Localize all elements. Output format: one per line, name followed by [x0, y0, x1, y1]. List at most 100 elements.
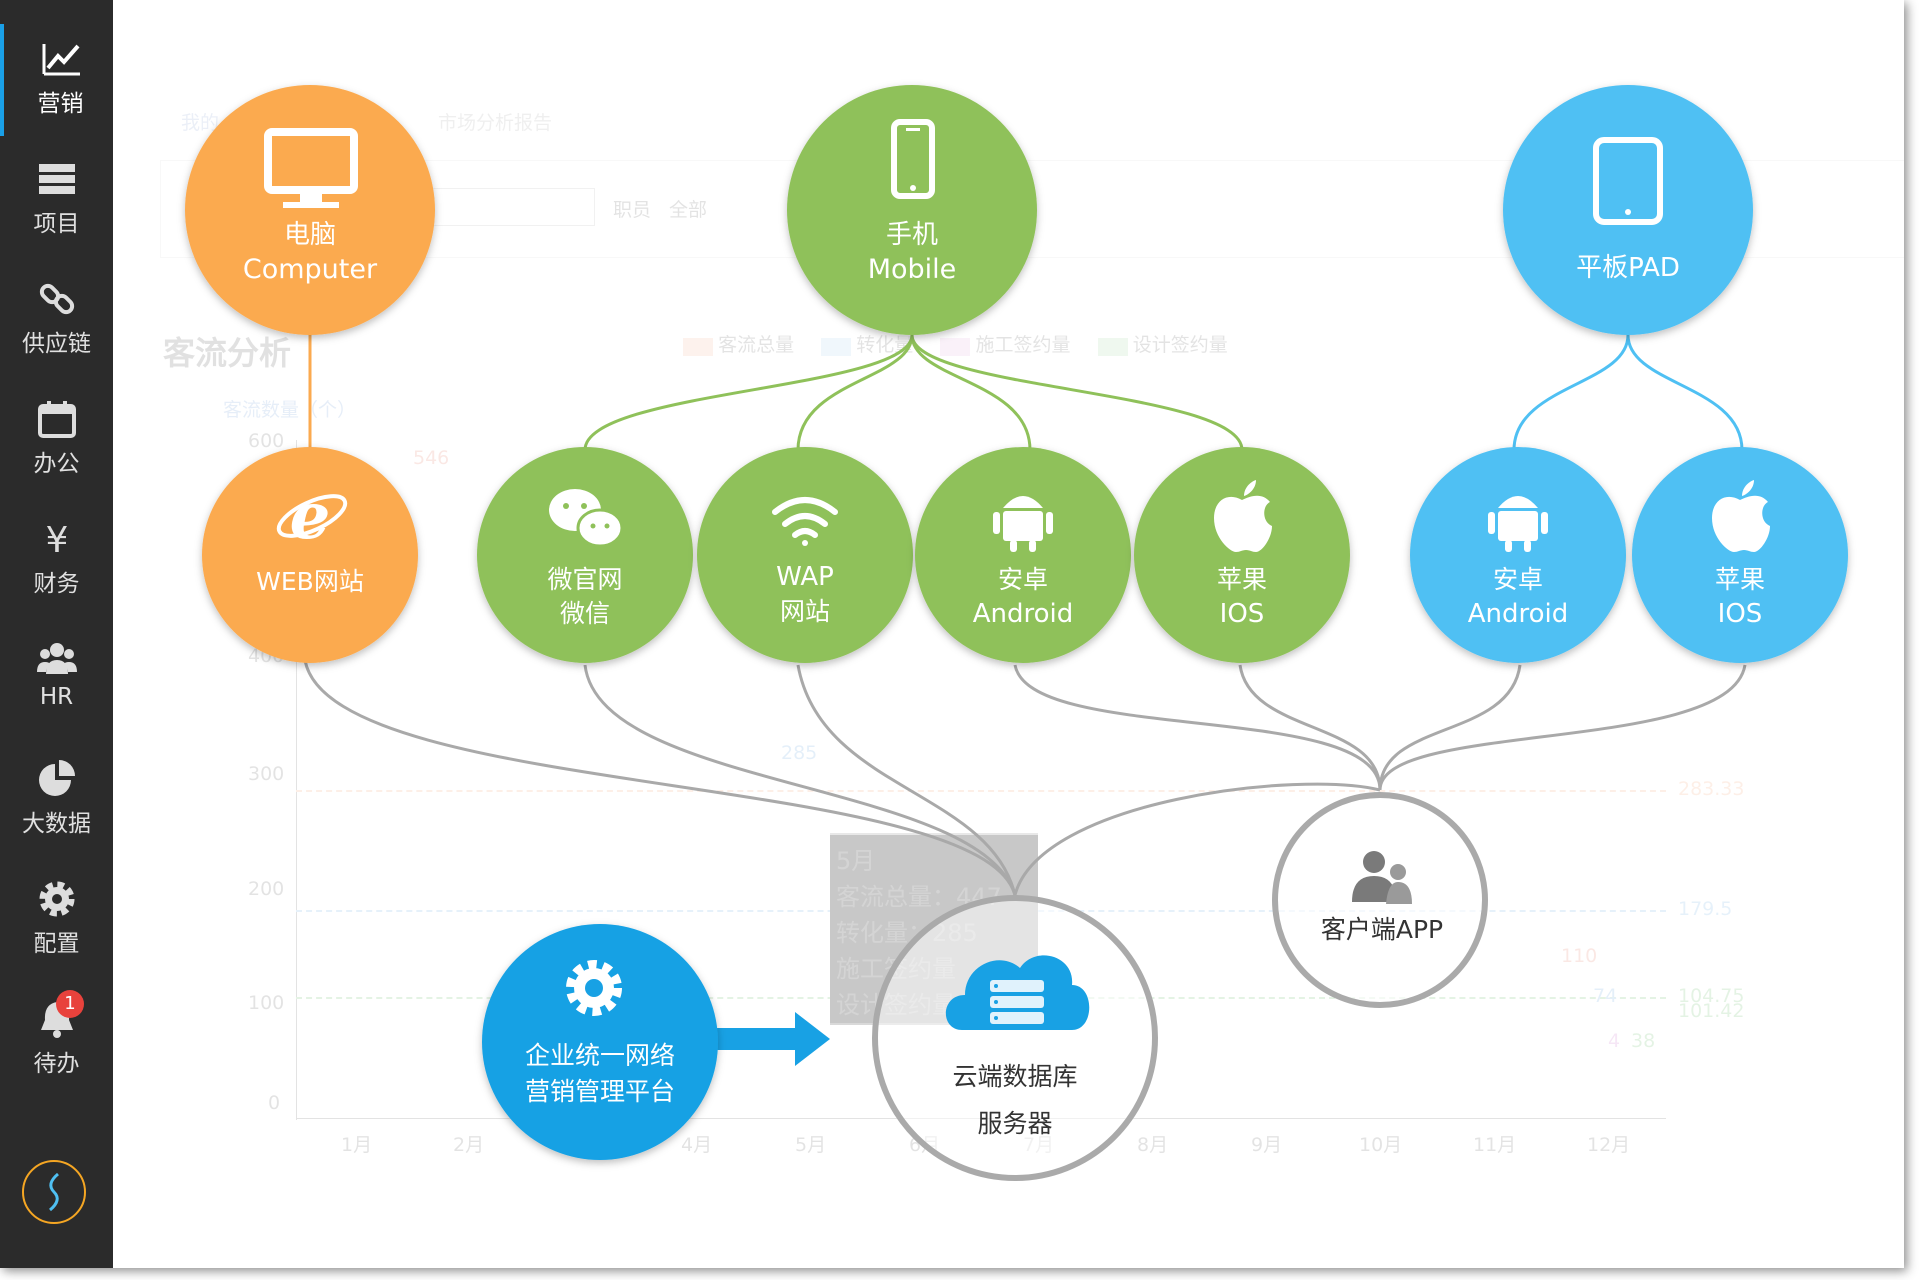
platform-label-2: 营销管理平台 — [525, 1077, 675, 1106]
sidebar-item-label: 营销 — [37, 91, 84, 117]
pie-chart-icon — [39, 760, 75, 796]
web-channel-node[interactable]: e WEB网站 — [202, 447, 418, 663]
y-axis — [296, 440, 297, 1120]
ios-pad-label-2: IOS — [1718, 599, 1763, 629]
section-title: 客流分析 — [163, 334, 292, 372]
month-label: 12月 — [1587, 1134, 1631, 1156]
mobile-label-cn: 手机 — [886, 220, 938, 250]
tablet-icon — [1593, 137, 1663, 225]
month-label: 1月 — [341, 1134, 373, 1156]
ytick-0: 0 — [268, 1092, 281, 1114]
month-label: 8月 — [1137, 1134, 1169, 1156]
svg-text:e: e — [290, 479, 331, 554]
android-icon — [993, 496, 1053, 552]
sidebar-item-label: 办公 — [33, 451, 80, 477]
sidebar: 营销 项目 供应链 办公 — [0, 0, 113, 1268]
sidebar-item-label: 大数据 — [22, 811, 91, 837]
platform-node[interactable]: 企业统一网络 营销管理平台 — [482, 924, 718, 1160]
stack-icon — [39, 164, 75, 194]
connector-mobile-wechat — [583, 334, 914, 451]
sidebar-item-office[interactable]: 办公 — [0, 384, 113, 496]
logo-swirl-icon — [49, 1172, 59, 1212]
wechat-label-2: 微信 — [560, 599, 610, 628]
sidebar-item-projects[interactable]: 项目 — [0, 144, 113, 256]
breadcrumb-current: 市场分析报告 — [438, 112, 553, 134]
wechat-label-1: 微官网 — [547, 565, 622, 594]
link-icon — [39, 283, 75, 315]
gear-icon — [566, 960, 622, 1016]
android-pad-label-2: Android — [1468, 599, 1569, 629]
value-marker: 38 — [1631, 1030, 1656, 1052]
sidebar-item-bigdata[interactable]: 大数据 — [0, 744, 113, 856]
ytick-600: 600 — [248, 430, 285, 452]
value-marker: 110 — [1561, 945, 1598, 967]
phone-icon — [891, 119, 935, 199]
connector-wap-cloud — [796, 664, 1017, 896]
apple-icon — [1712, 480, 1770, 552]
android-mobile-label-2: Android — [973, 599, 1074, 629]
mobile-node[interactable]: 手机 Mobile — [787, 85, 1037, 335]
sidebar-item-finance[interactable]: ¥ 财务 — [0, 504, 113, 616]
connector-wechat-cloud — [583, 664, 1017, 896]
month-label: 5月 — [795, 1134, 827, 1156]
ios-mobile-node[interactable]: 苹果 IOS — [1134, 447, 1350, 663]
ios-mobile-label-2: IOS — [1220, 599, 1265, 629]
connector-web-cloud — [303, 659, 1017, 896]
sidebar-item-label: 项目 — [33, 211, 80, 237]
legend-total[interactable]: 客流总量 — [718, 334, 795, 356]
legend-construction[interactable]: 施工签约量 — [975, 334, 1071, 356]
filter-value[interactable]: 全部 — [669, 199, 708, 221]
wap-channel-node[interactable]: WAP 网站 — [697, 447, 913, 663]
svg-text:¥: ¥ — [46, 520, 69, 560]
max-marker: 546 — [413, 447, 450, 469]
breadcrumb-home[interactable]: 我的 — [181, 112, 220, 134]
logo[interactable] — [22, 1160, 86, 1224]
android-icon — [1488, 496, 1548, 552]
filter-panel — [160, 160, 1904, 258]
sidebar-item-hr[interactable]: HR — [0, 624, 113, 736]
sidebar-item-todo[interactable]: 1 待办 — [0, 984, 113, 1096]
wap-label-1: WAP — [776, 562, 834, 592]
trend-chart-icon — [42, 44, 80, 76]
avg-value: 283.33 — [1678, 778, 1745, 800]
sidebar-item-supply-chain[interactable]: 供应链 — [0, 264, 113, 376]
android-pad-node[interactable]: 安卓 Android — [1410, 447, 1626, 663]
client-app-label: 客户端APP — [1321, 915, 1443, 944]
android-pad-label-1: 安卓 — [1493, 565, 1543, 594]
wechat-icon — [549, 489, 624, 548]
client-app-node[interactable]: 客户端APP — [1272, 792, 1488, 1008]
sidebar-item-marketing[interactable]: 营销 — [0, 24, 117, 136]
pad-node[interactable]: 平板PAD — [1503, 85, 1753, 335]
android-mobile-node[interactable]: 安卓 Android — [915, 447, 1131, 663]
sidebar-item-label: 配置 — [33, 931, 80, 957]
sidebar-item-label: 供应链 — [22, 331, 91, 357]
value-marker: 285 — [781, 742, 818, 764]
avg-value: 104.75 — [1678, 985, 1745, 1007]
computer-label-en: Computer — [243, 254, 378, 285]
legend-swatch-construction — [940, 337, 971, 356]
tooltip-month: 5月 — [836, 847, 876, 875]
connector-android-app — [1013, 664, 1382, 791]
sidebar-item-config[interactable]: 配置 — [0, 864, 113, 976]
platform-label-1: 企业统一网络 — [525, 1041, 675, 1070]
legend: 客流总量 转化量 施工签约量 设计签约量 — [683, 330, 1583, 360]
legend-swatch-conversion — [821, 337, 852, 356]
wechat-channel-node[interactable]: 微官网 微信 — [477, 447, 693, 663]
ytick-200: 200 — [248, 878, 285, 900]
computer-node[interactable]: 电脑 Computer — [185, 85, 435, 335]
cloud-server-node[interactable]: 云端数据库 服务器 — [872, 895, 1158, 1181]
connector-mobile-wap — [796, 334, 914, 451]
yen-icon: ¥ — [46, 520, 69, 560]
connector-mobile-ios — [910, 334, 1244, 451]
filter-label: 职员 — [613, 199, 652, 221]
legend-design[interactable]: 设计签约量 — [1132, 334, 1228, 356]
legend-conversion[interactable]: 转化量 — [856, 334, 914, 356]
ios-pad-node[interactable]: 苹果 IOS — [1632, 447, 1848, 663]
users-icon — [1352, 851, 1412, 904]
cloud-database-icon — [945, 955, 1090, 1030]
notification-badge: 1 — [56, 990, 84, 1018]
ios-pad-label-1: 苹果 — [1715, 565, 1765, 594]
connector-app-cloud — [1013, 782, 1381, 896]
pad-label: 平板PAD — [1576, 253, 1680, 283]
connector-ios-app — [1238, 664, 1382, 791]
